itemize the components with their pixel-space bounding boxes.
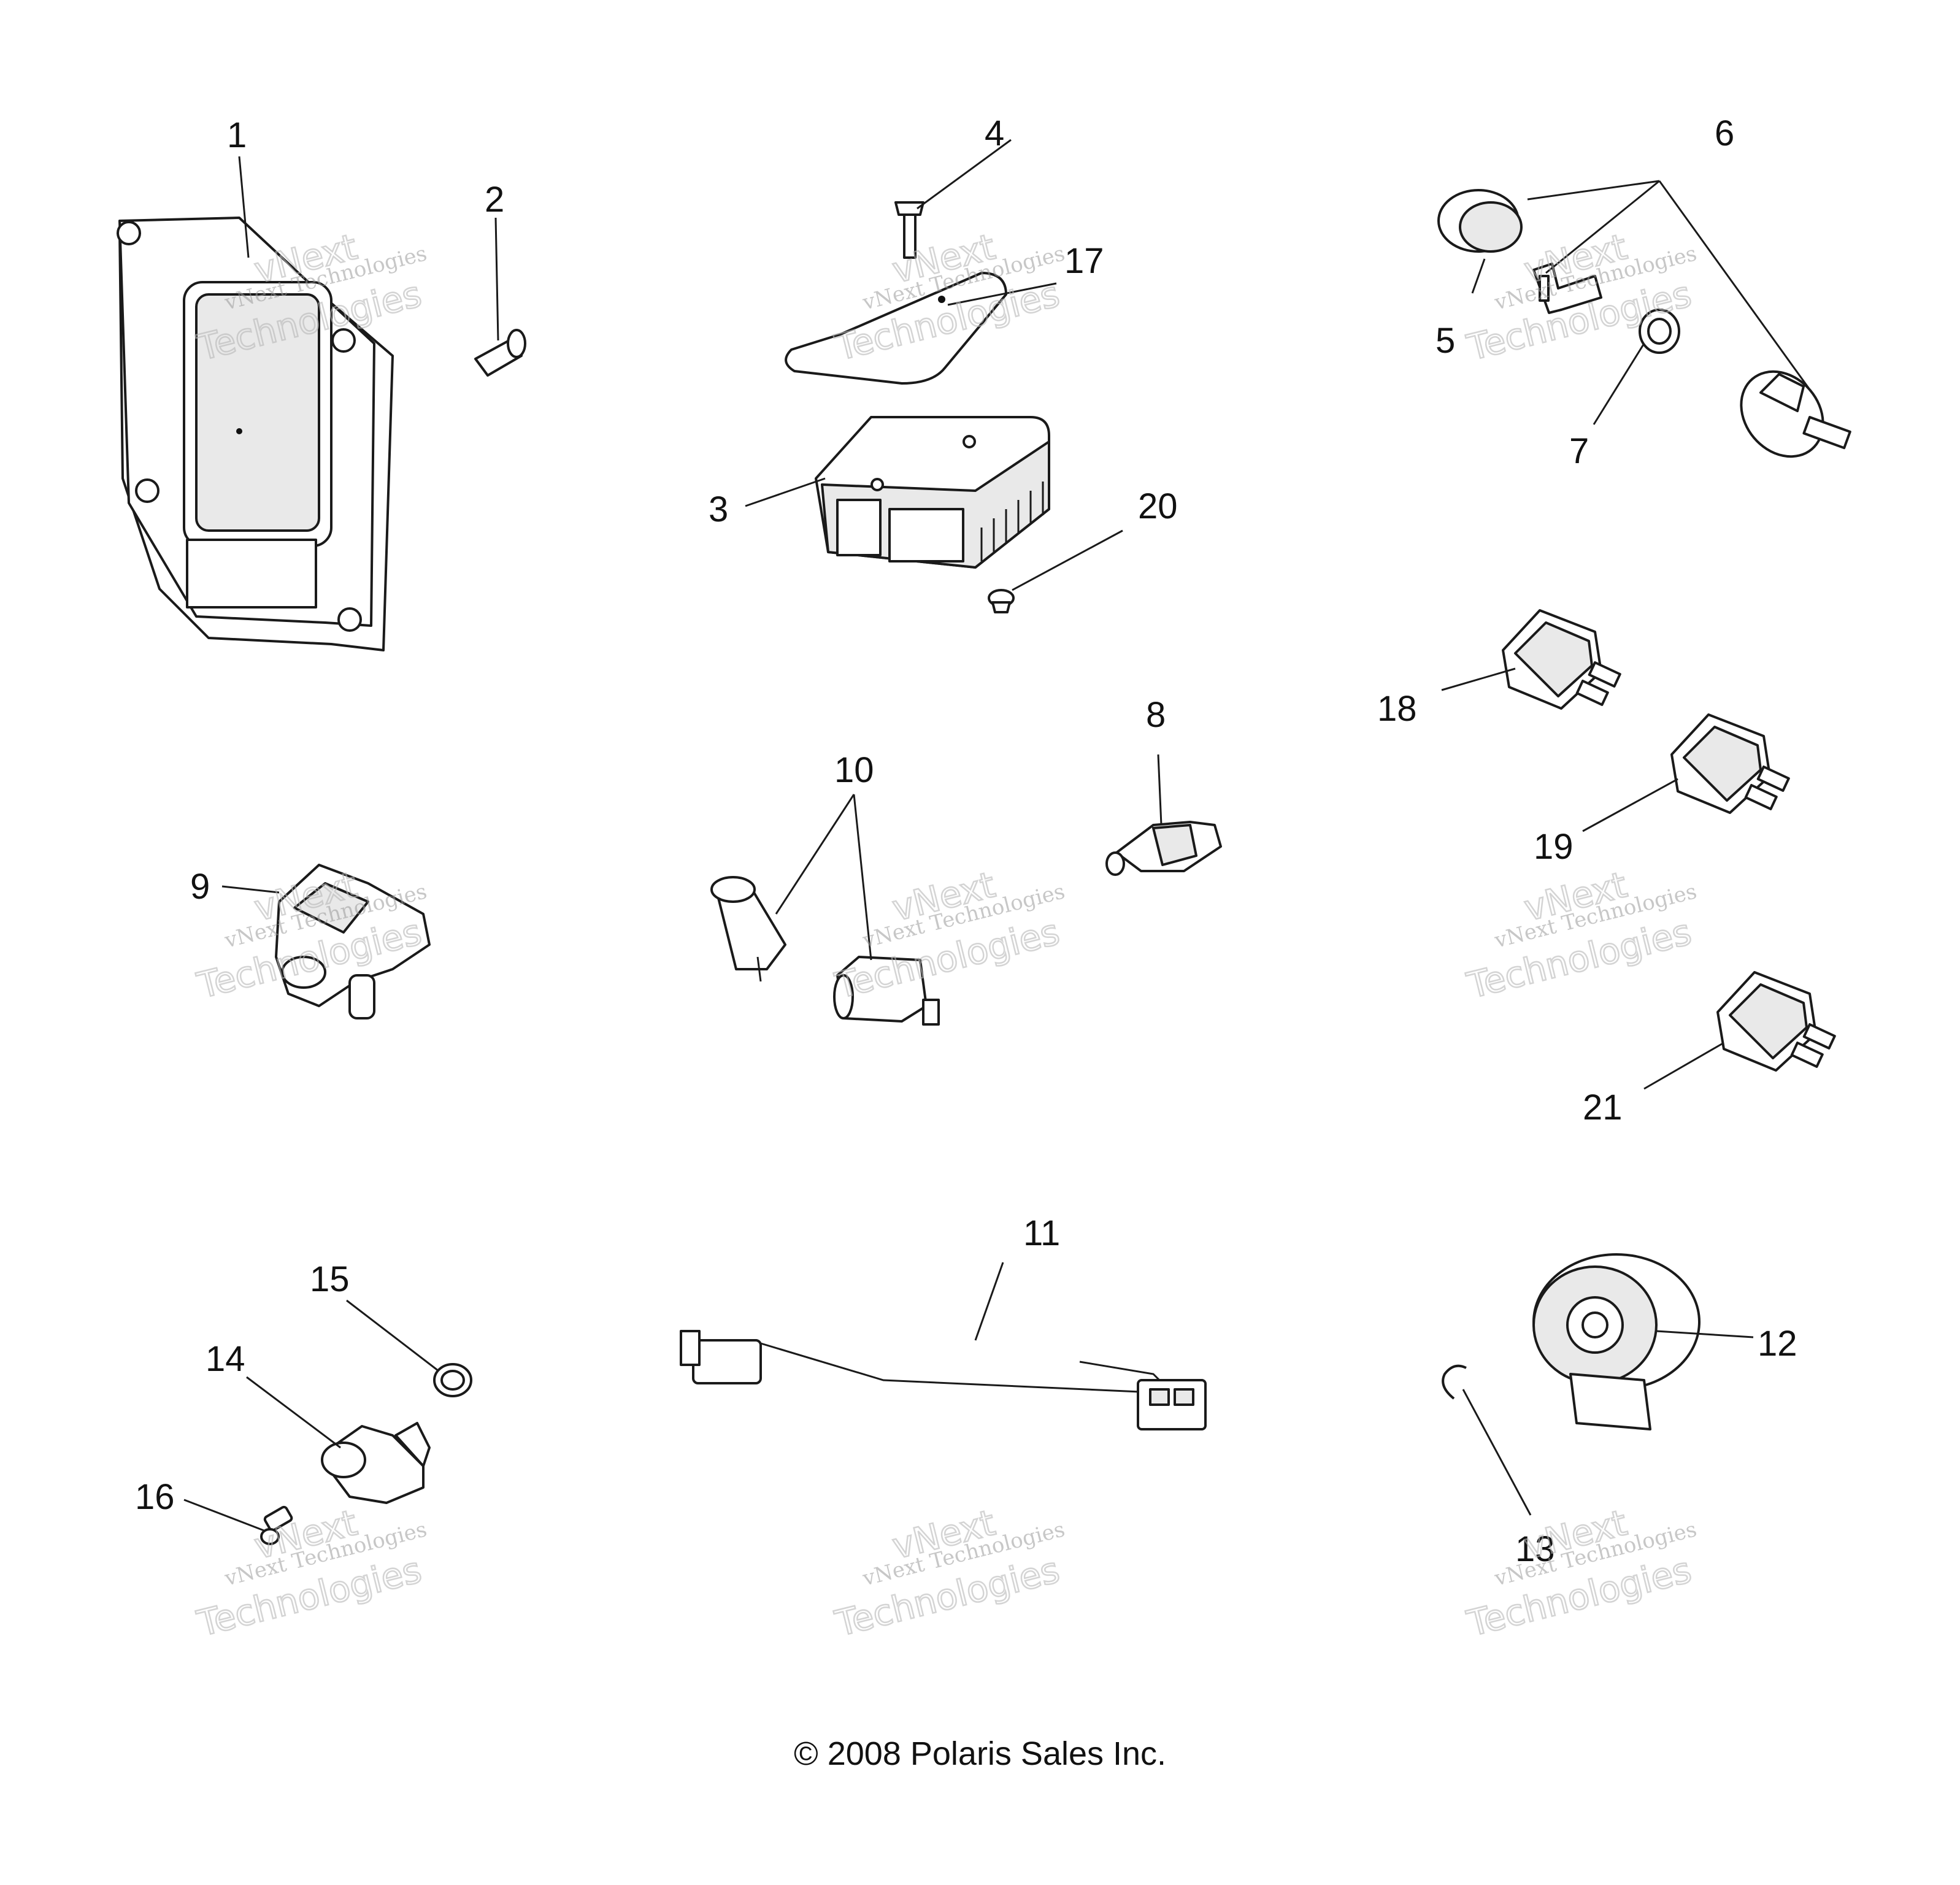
callout-1: 1 <box>227 115 247 155</box>
part-ecu <box>117 217 394 651</box>
callout-14: 14 <box>206 1339 245 1379</box>
part-gasket-17 <box>785 272 1007 385</box>
part-ring-7 <box>1639 309 1680 354</box>
callout-20: 20 <box>1138 486 1178 526</box>
callout-4: 4 <box>985 113 1004 153</box>
leader-lines <box>183 139 1811 1532</box>
callout-2: 2 <box>485 180 504 220</box>
watermark-8: vNext vNext Technologies Technologies <box>830 1501 1067 1646</box>
callout-17: 17 <box>1064 241 1104 281</box>
watermark-4: vNext vNext Technologies Technologies <box>192 863 429 1008</box>
callout-8: 8 <box>1146 695 1166 735</box>
part-cap-5 <box>1437 189 1523 253</box>
callout-19: 19 <box>1534 827 1574 867</box>
part-map-sensor-9 <box>275 864 431 1019</box>
part-switch-21 <box>1716 971 1836 1072</box>
watermark-6: vNext vNext Technologies Technologies <box>1462 863 1699 1008</box>
callout-12: 12 <box>1758 1324 1797 1364</box>
callout-11: 11 <box>1023 1213 1060 1253</box>
part-switch-19 <box>1670 713 1790 814</box>
part-bolt-16 <box>260 1505 293 1545</box>
part-sensor-8 <box>1105 821 1222 876</box>
callout-6: 6 <box>1715 113 1734 153</box>
callout-13: 13 <box>1515 1529 1555 1569</box>
part-relay-10b <box>833 956 940 1026</box>
callout-7: 7 <box>1569 431 1589 471</box>
part-relay-10a <box>710 876 786 982</box>
part-switch-18 <box>1502 609 1621 710</box>
watermark-5: vNext vNext Technologies Technologies <box>830 863 1067 1008</box>
callout-18: 18 <box>1377 689 1417 729</box>
part-harness-11 <box>680 1267 1207 1457</box>
copyright-text: © 2008 Polaris Sales Inc. <box>793 1735 1167 1772</box>
part-plug-20 <box>988 589 1015 613</box>
part-knock-sensor-12 <box>1532 1253 1701 1430</box>
watermark-7: vNext vNext Technologies Technologies <box>192 1501 429 1646</box>
watermark-9: vNext vNext Technologies Technologies <box>1462 1501 1699 1646</box>
part-regulator-3 <box>815 416 1050 569</box>
callout-16: 16 <box>135 1477 175 1517</box>
callout-9: 9 <box>190 867 210 907</box>
callout-10: 10 <box>834 750 874 790</box>
part-ignition-switch-6 <box>1740 370 1851 458</box>
part-sensor-14 <box>321 1422 431 1504</box>
part-clip-13 <box>1442 1364 1467 1400</box>
part-oring-15 <box>433 1363 472 1397</box>
part-bolt-2 <box>474 329 526 377</box>
part-screw-4 <box>894 201 924 259</box>
callout-5: 5 <box>1435 321 1455 361</box>
callout-labels: 1 2 3 4 5 6 7 8 9 10 11 12 13 14 15 16 1… <box>135 113 1797 1569</box>
callout-15: 15 <box>310 1259 350 1299</box>
callout-21: 21 <box>1583 1088 1623 1127</box>
callout-3: 3 <box>709 489 728 529</box>
